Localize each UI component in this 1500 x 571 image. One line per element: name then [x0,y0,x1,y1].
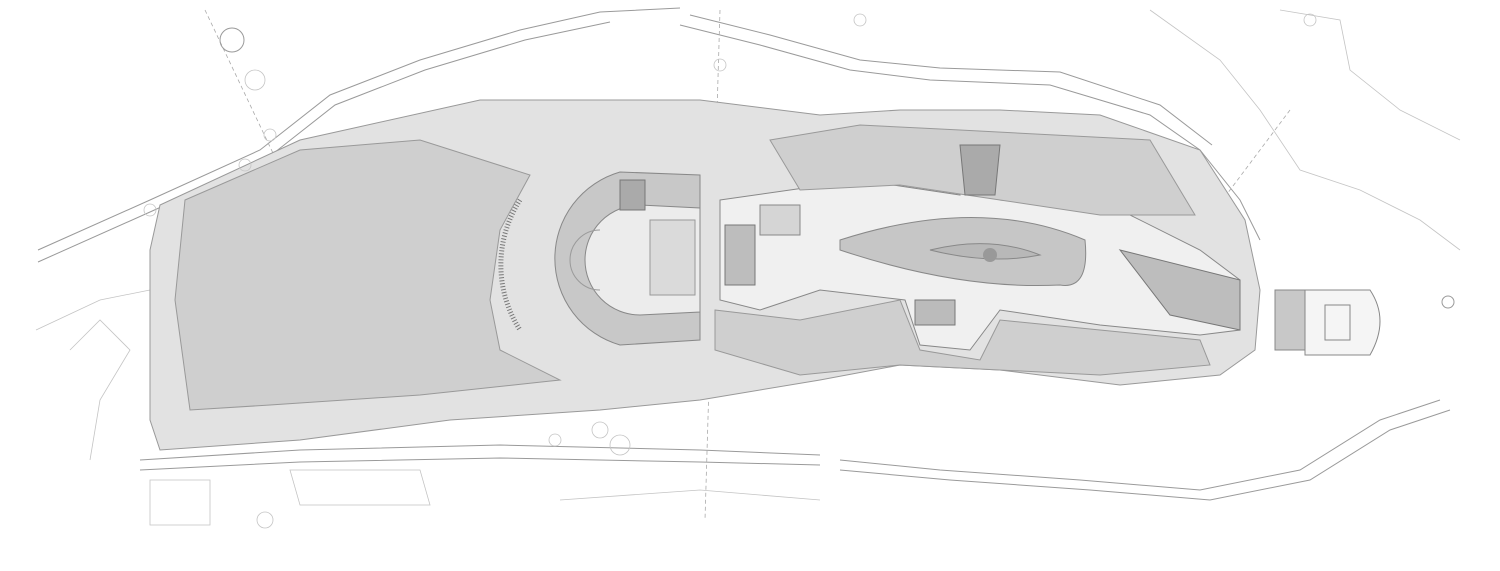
trees [143,13,1317,529]
east-terrace [1274,289,1455,356]
lawn-area [174,139,562,411]
surrounding-roads [35,7,1461,526]
central-buildings [714,124,1241,376]
amphitheater [498,171,701,346]
